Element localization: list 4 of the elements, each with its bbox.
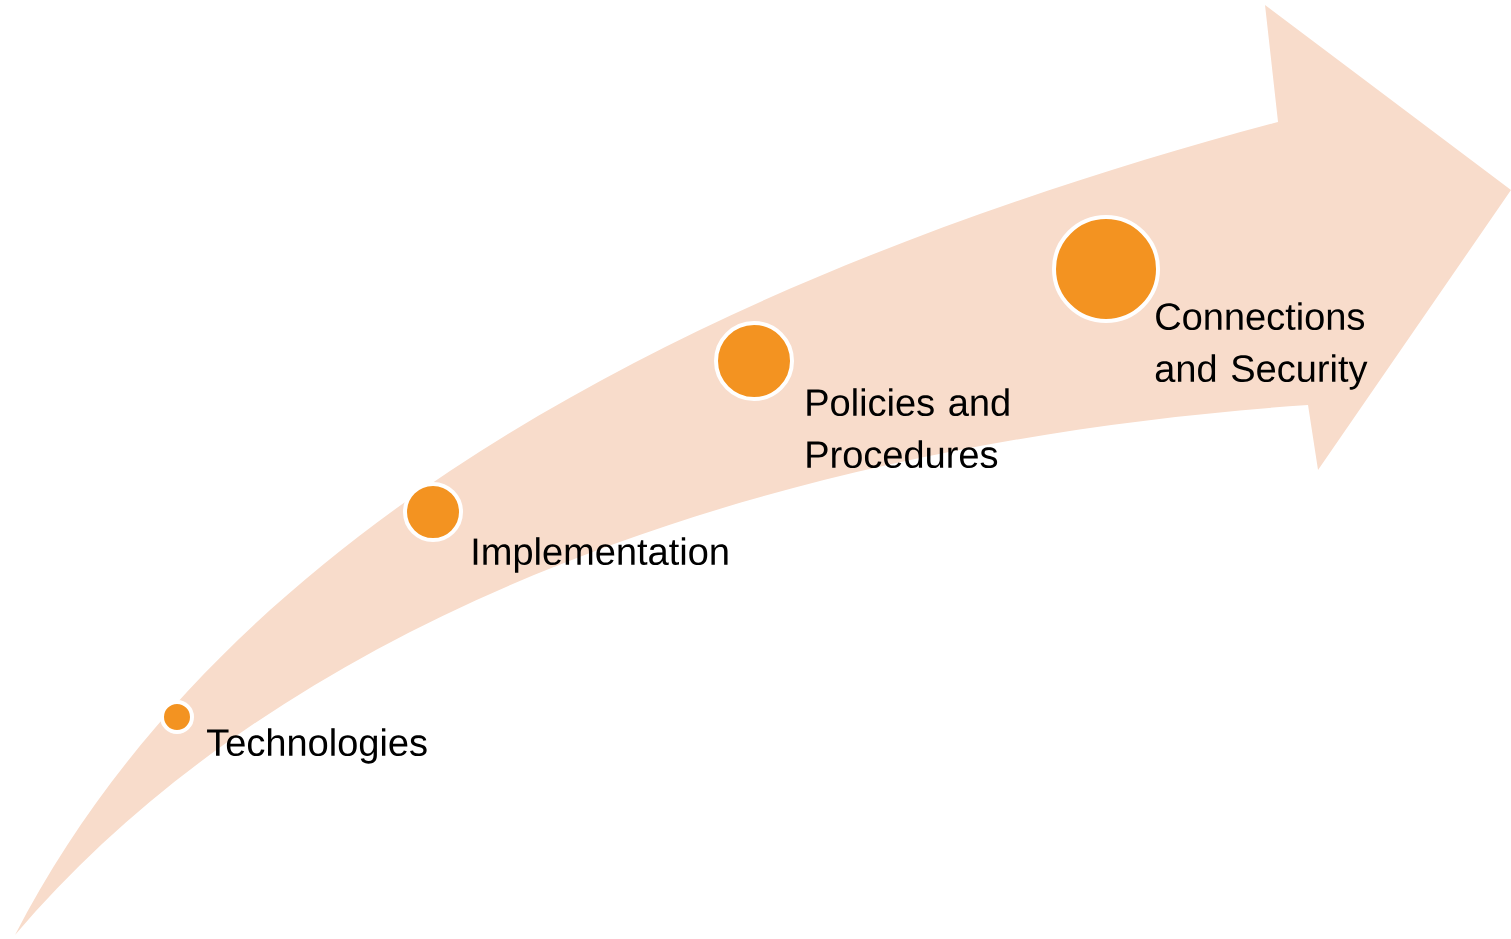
step-label: Technologies [207,728,427,764]
step-label: Connections and Security [1155,302,1368,390]
step-label: Policies and Procedures [807,388,1009,469]
step-label: Implementation [473,537,728,573]
